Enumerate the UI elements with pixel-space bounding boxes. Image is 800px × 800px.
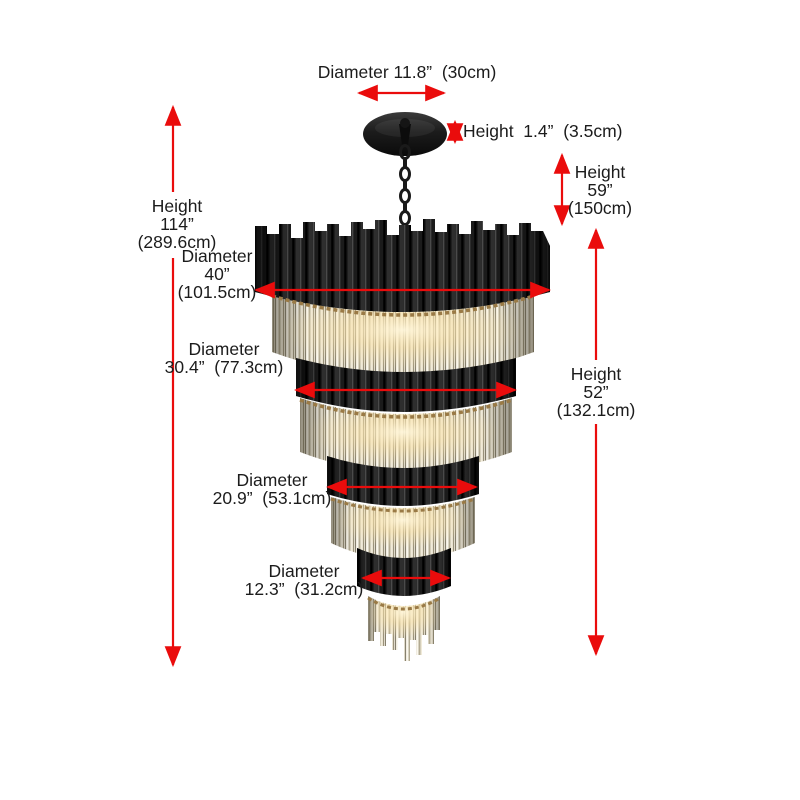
tier2-diameter-label: Diameter 30.4” (77.3cm) (164, 339, 284, 377)
tier4 (357, 548, 451, 661)
chain-height-label: Height 59” (150cm) (567, 162, 633, 218)
total-height-label: Height 114” (289.6cm) (137, 196, 217, 252)
tier1-diameter-label: Diameter 40” (101.5cm) (177, 246, 257, 302)
tier4-diameter-label: Diameter 12.3” (31.2cm) (244, 561, 364, 599)
gold-clips-row4 (367, 596, 441, 611)
tier1 (255, 219, 550, 376)
ceiling-canopy (363, 112, 447, 156)
body-height-label: Height 52” (132.1cm) (556, 364, 636, 420)
gold-clips-row2 (299, 398, 513, 419)
tier3-diameter-label: Diameter 20.9” (53.1cm) (212, 470, 332, 508)
dimension-arrows (164, 84, 605, 668)
canopy-diameter-label: Diameter 11.8” (30cm) (317, 62, 497, 82)
tier3 (327, 456, 479, 560)
tier2 (296, 358, 516, 472)
gold-clips-row1 (271, 294, 535, 317)
gold-clips-row3 (330, 497, 476, 513)
hanging-chain (399, 144, 411, 226)
canopy-height-label: Height 1.4” (3.5cm) (463, 121, 623, 141)
